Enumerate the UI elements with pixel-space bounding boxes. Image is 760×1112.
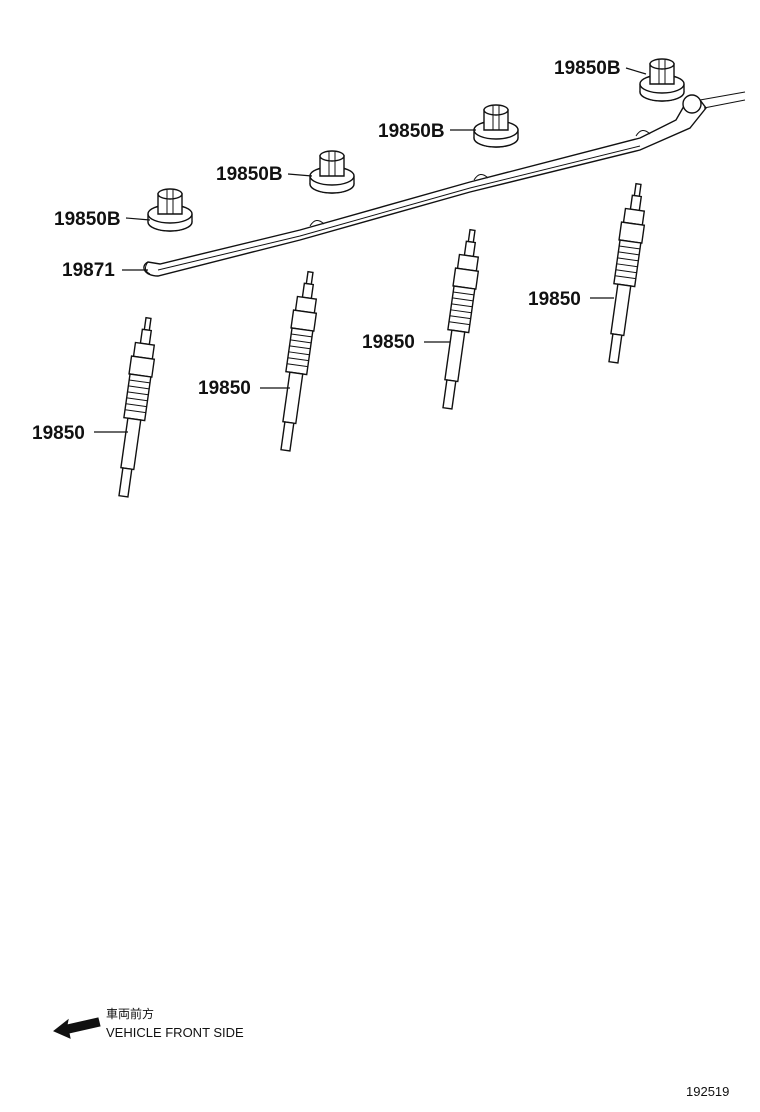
glow-plug-3 [442,228,480,410]
glow-plug-connector [143,91,746,277]
label-nut-4: 19850B [554,58,621,79]
arrow-left-icon [53,1017,101,1039]
nut-3 [473,104,519,148]
label-connector: 19871 [62,260,115,281]
figure-id: 192519 [686,1084,729,1099]
label-plug-4: 19850 [528,289,581,310]
glow-plug-2 [280,270,318,452]
glow-plug-1 [118,316,156,498]
nut-2 [309,150,355,194]
label-nut-2: 19850B [216,164,283,185]
label-plug-3: 19850 [362,332,415,353]
nut-1 [147,188,193,232]
nut-4 [639,58,685,102]
legend-english: VEHICLE FRONT SIDE [106,1025,244,1040]
label-plug-2: 19850 [198,378,251,399]
label-nut-3: 19850B [378,121,445,142]
legend-japanese: 車両前方 [106,1006,154,1021]
vehicle-front-legend: 車両前方 VEHICLE FRONT SIDE [53,1006,244,1040]
label-plug-1: 19850 [32,423,85,444]
glow-plug-4 [608,182,646,364]
label-nut-1: 19850B [54,209,121,230]
leader-lines [94,67,647,433]
